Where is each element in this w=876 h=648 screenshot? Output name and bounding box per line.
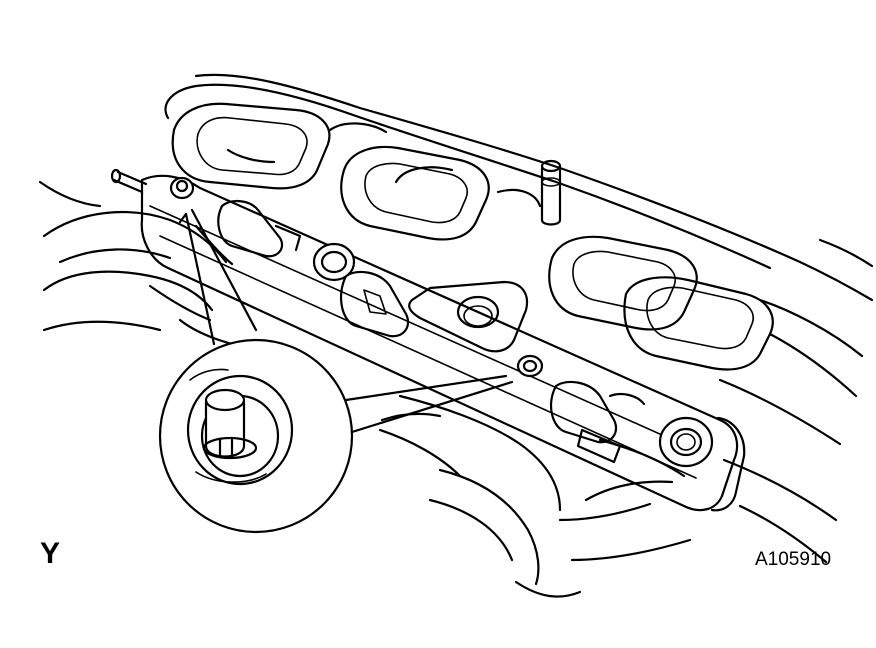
figure-code: A105910 bbox=[755, 549, 832, 570]
injector-boss-3 bbox=[549, 380, 618, 444]
view-label: Y bbox=[40, 537, 61, 570]
intake-port-3 bbox=[548, 235, 698, 331]
rail-mount-hole-1 bbox=[312, 242, 356, 282]
intake-port-2 bbox=[340, 145, 490, 241]
intake-port-1 bbox=[171, 102, 331, 190]
intake-manifold bbox=[164, 73, 874, 446]
injector-boss-1 bbox=[217, 200, 284, 258]
rail-mount-hole-2 bbox=[658, 416, 714, 468]
injector-boss-2 bbox=[339, 270, 410, 338]
mounting-bolt-right bbox=[516, 354, 544, 378]
cylinder-head-left bbox=[38, 180, 278, 354]
rail-bracket bbox=[408, 280, 529, 353]
detail-magnifier-circle bbox=[158, 338, 354, 534]
intake-port-4 bbox=[623, 276, 774, 371]
mounting-bolt-left bbox=[169, 176, 195, 200]
fuel-delivery-pipe bbox=[110, 168, 746, 512]
callout-leaders bbox=[178, 208, 514, 434]
